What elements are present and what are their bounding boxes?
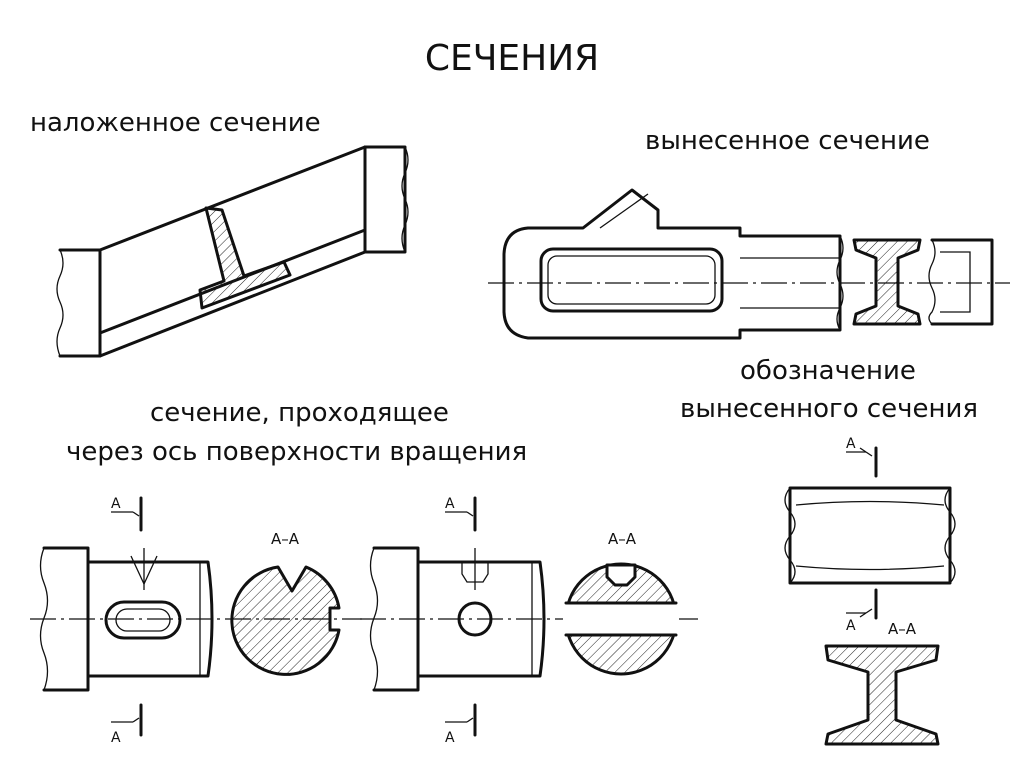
removed-section-label: вынесенное сечение (645, 126, 930, 156)
hole-cut-letter-top: А (445, 496, 455, 512)
removed-section-ibeam (852, 238, 922, 326)
keyway-cut-letter-bottom: А (111, 730, 121, 746)
hole-shaft-drawing: А А А–А (360, 496, 700, 746)
designation-label-line-2: вынесенного сечения (680, 394, 979, 424)
designation-section-ibeam (824, 644, 940, 746)
keyway-shaft-drawing: А А А–А (30, 496, 362, 746)
designation-drawing: А А А–А (784, 436, 956, 746)
designation-label-line-1: обозначение (740, 356, 916, 386)
page-title: СЕЧЕНИЯ (424, 38, 600, 79)
designation-cut-letter-top: А (846, 436, 856, 452)
superimposed-section-label: наложенное сечение (30, 108, 321, 138)
rotation-section-label-line-2: через ось поверхности вращения (66, 437, 528, 467)
keyway-cut-letter-top: А (111, 496, 121, 512)
designation-section-name: А–А (888, 620, 917, 638)
superimposed-section-drawing (56, 145, 409, 358)
superimposed-section-hatch (198, 206, 292, 310)
rotation-section-label-line-1: сечение, проходящее (150, 398, 449, 428)
hole-cut-letter-bottom: А (445, 730, 455, 746)
removed-section-drawing (488, 188, 1010, 340)
keyway-section-name: А–А (271, 530, 300, 548)
designation-cut-letter-bottom: А (846, 618, 856, 634)
keyway-circular-section (230, 565, 341, 676)
hole-section-name: А–А (608, 530, 637, 548)
